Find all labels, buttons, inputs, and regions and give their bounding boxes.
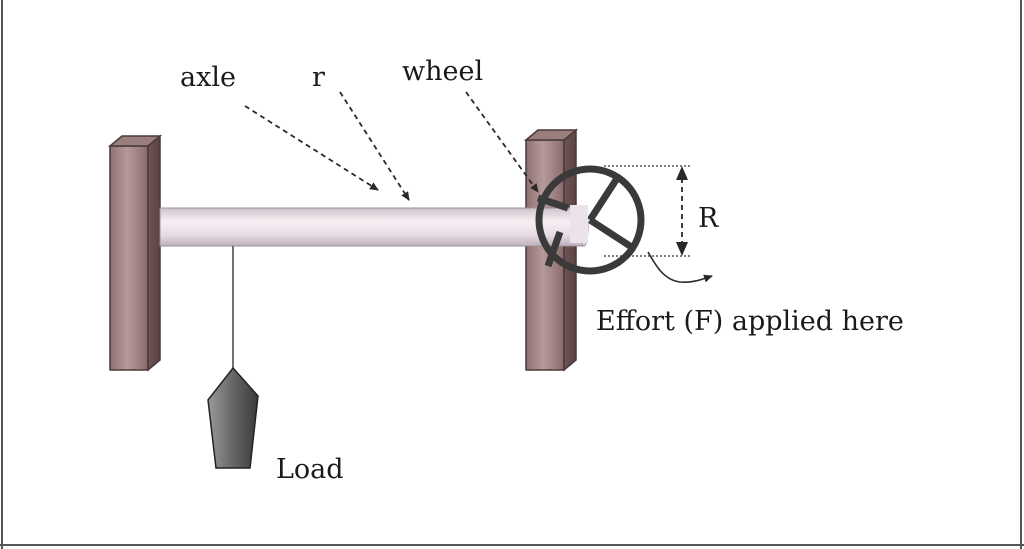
load-label: Load <box>276 454 344 485</box>
axle-rod <box>159 207 589 247</box>
pointer-arrows <box>244 91 539 201</box>
effort-arrow <box>647 251 713 283</box>
effort-label: Effort (F) applied here <box>596 306 904 337</box>
small-radius-label: r <box>312 62 325 93</box>
load-assembly <box>207 246 259 469</box>
wheel-label: wheel <box>402 56 484 87</box>
large-radius-label: R <box>698 203 719 234</box>
radius-dimension <box>604 165 690 257</box>
axle-label: axle <box>180 62 236 93</box>
left-post <box>107 134 163 372</box>
wheel <box>535 165 645 275</box>
right-post <box>523 128 579 372</box>
